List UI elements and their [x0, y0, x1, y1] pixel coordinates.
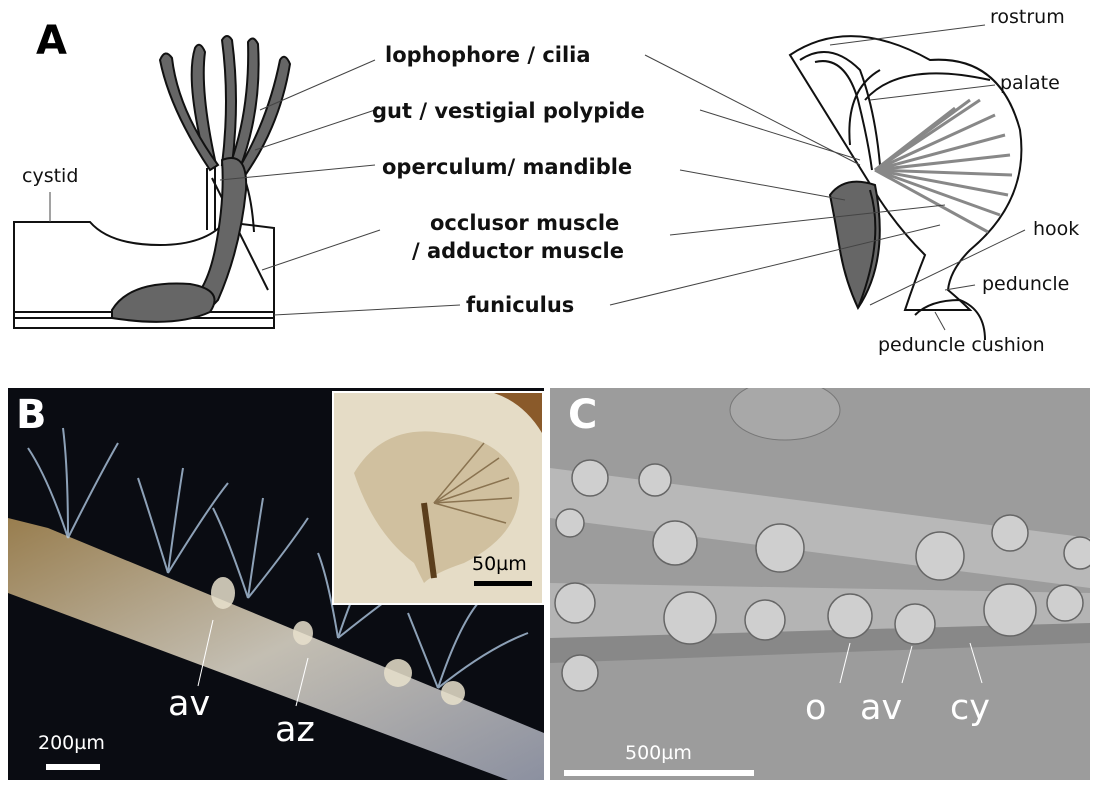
label-occlusor-1: occlusor muscle: [430, 210, 619, 237]
label-peduncle-cushion: peduncle cushion: [878, 334, 1045, 356]
label-funiculus: funiculus: [466, 292, 574, 319]
label-operculum: operculum/ mandible: [382, 154, 632, 181]
panel-b-photo: B av az 200µm 50µm: [8, 388, 544, 780]
label-b-av: av: [168, 684, 210, 724]
label-lophophore: lophophore / cilia: [385, 42, 591, 69]
panel-a-letter: A: [36, 18, 67, 64]
scale-inset-label: 50µm: [472, 553, 527, 575]
label-peduncle: peduncle: [982, 273, 1069, 295]
scale-b-label: 200µm: [38, 732, 105, 754]
label-hook: hook: [1033, 218, 1079, 240]
scale-b-bar: [46, 764, 100, 770]
label-c-av: av: [860, 688, 902, 728]
scale-c-label: 500µm: [625, 742, 692, 764]
panel-a-diagram: A cystid lophophore / cilia gut / vestig…: [0, 0, 1094, 380]
panel-c-sem-photo: C o av cy 500µm: [550, 388, 1090, 780]
label-c-o: o: [805, 688, 826, 728]
label-occlusor-2: / adductor muscle: [412, 238, 624, 265]
label-c-cy: cy: [950, 688, 990, 728]
label-palate: palate: [1000, 72, 1060, 94]
panel-b-letter: B: [16, 392, 47, 438]
scale-c-bar: [564, 770, 754, 776]
label-cystid: cystid: [22, 165, 78, 187]
label-b-az: az: [275, 710, 315, 750]
scale-inset-bar: [474, 581, 532, 586]
label-rostrum: rostrum: [990, 6, 1065, 28]
inset-photo: 50µm: [332, 391, 544, 605]
panel-c-letter: C: [568, 392, 597, 438]
label-gut: gut / vestigial polypide: [372, 98, 645, 125]
